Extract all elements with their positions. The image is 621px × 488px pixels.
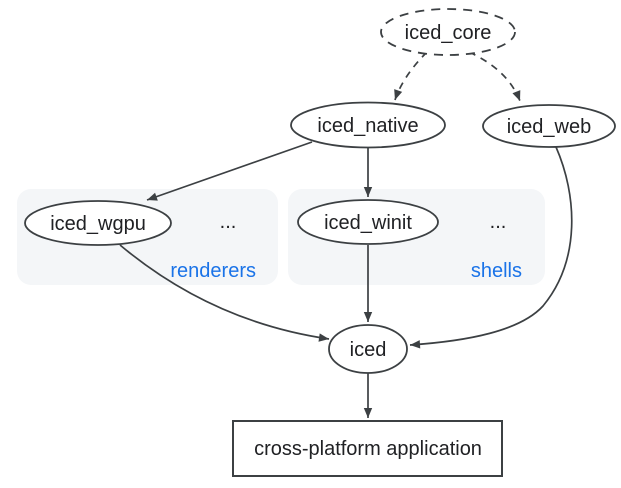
iced-native-ellipse [290, 101, 446, 149]
edge-core-to-native [394, 51, 428, 101]
application-label: cross-platform application [254, 438, 482, 460]
application-box [232, 420, 503, 477]
iced-native-label: iced_native [317, 115, 418, 137]
edge-core-to-web [468, 51, 521, 102]
renderers-ellipsis: ... [220, 211, 237, 233]
node-iced-core: iced_core [380, 8, 516, 56]
iced-core-ellipse [380, 8, 516, 56]
shells-ellipsis: ... [490, 211, 507, 233]
renderers-group-label: renderers [170, 260, 256, 282]
iced-winit-label: iced_winit [324, 212, 412, 234]
iced-wgpu-ellipse [24, 200, 172, 246]
iced-core-label: iced_core [405, 22, 492, 44]
node-iced: iced [328, 324, 408, 374]
edge-web-to-iced [409, 146, 573, 349]
iced-winit-ellipse [297, 199, 439, 245]
edge-native-to-wgpu [146, 141, 313, 201]
node-iced-wgpu: iced_wgpu [24, 200, 172, 246]
iced-ellipse [328, 324, 408, 374]
edge-wgpu-to-iced [119, 244, 330, 342]
iced-label: iced [350, 339, 387, 361]
iced-wgpu-label: iced_wgpu [50, 213, 146, 235]
shells-group-label: shells [471, 260, 522, 282]
node-iced-web: iced_web [482, 104, 616, 148]
iced-web-ellipse [482, 104, 616, 148]
node-application: cross-platform application [232, 420, 503, 477]
node-iced-winit: iced_winit [297, 199, 439, 245]
node-iced-native: iced_native [290, 101, 446, 149]
iced-web-label: iced_web [507, 116, 592, 138]
